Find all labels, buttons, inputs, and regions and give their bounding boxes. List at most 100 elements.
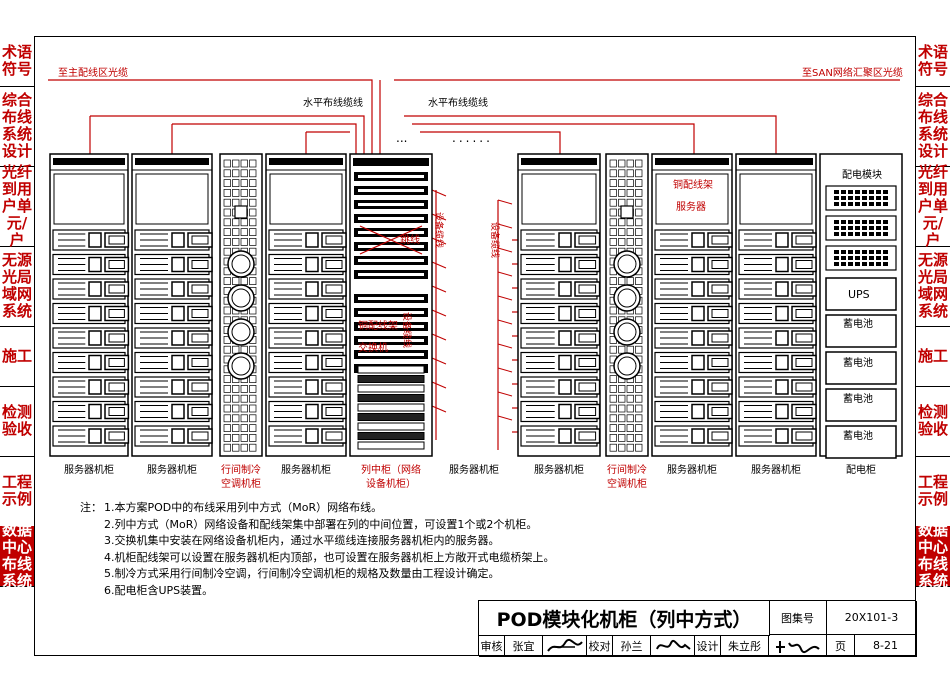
ups-label: UPS — [848, 288, 870, 301]
note-6: 6.配电柜含UPS装置。 — [104, 583, 214, 597]
sidebar-item-label: 到用 — [1, 179, 32, 198]
sidebar-item-label: 无源 — [917, 251, 948, 269]
cabinet-3 — [219, 153, 263, 457]
cabinet-label: 空调机柜 — [221, 477, 261, 490]
sidebar-item-label: 到用 — [917, 179, 948, 198]
sidebar-right-item-1[interactable]: 术语符号 — [916, 36, 950, 87]
sidebar-item-label: 术语 — [917, 43, 948, 61]
drawing-title: POD模块化机柜（列中方式） — [479, 601, 770, 636]
atlas-label: 图集号 — [769, 601, 827, 635]
sidebar-item-label: 系统 — [1, 572, 32, 590]
cabinet-4 — [265, 153, 347, 457]
sidebar-left: 术语符号综合布线系统设计光纤到用户单元/户无源光局域网系统施工检测验收工程示例数… — [0, 36, 34, 656]
sidebar-right-item-2[interactable]: 综合布线系统设计 — [916, 86, 950, 167]
cabinet-label: 服务器机柜 — [281, 463, 331, 476]
sidebar-item-label: 光纤 — [1, 162, 32, 181]
sidebar-item-label: 验收 — [1, 420, 32, 438]
sidebar-item-label: 域网 — [1, 285, 32, 303]
sidebar-left-item-5[interactable]: 施工 — [0, 326, 34, 387]
sidebar-item-label: 无源 — [1, 251, 32, 269]
checker-name: 孙兰 — [613, 635, 651, 657]
equipment-cable-label-1: 设备缆线 — [433, 212, 445, 248]
sidebar-item-label: 示例 — [1, 490, 32, 508]
sidebar-item-label: 工程 — [917, 473, 948, 491]
switch-label: 交换机 — [358, 341, 388, 354]
sidebar-item-label: 中心 — [917, 538, 948, 556]
drawing-frame — [34, 36, 916, 656]
note-1: 1.本方案POD中的布线采用列中方式（MoR）网络布线。 — [104, 501, 383, 514]
patch-label: 跳线 — [400, 233, 420, 246]
sidebar-item-label: 施工 — [917, 346, 948, 365]
cabinet-label: 行间制冷 — [607, 463, 647, 476]
sidebar-item-label: 综合 — [917, 91, 948, 109]
sidebar-item-label: 验收 — [917, 420, 948, 438]
cabinet-label: 配电柜 — [846, 463, 876, 476]
sidebar-item-label: 中心 — [1, 538, 32, 556]
checker-signature — [651, 635, 695, 657]
sidebar-left-item-3[interactable]: 光纤到用户单元/户 — [0, 162, 34, 249]
sidebar-item-label: 综合 — [1, 91, 32, 109]
sidebar-left-item-2[interactable]: 综合布线系统设计 — [0, 86, 34, 167]
cabinet-7 — [517, 153, 601, 457]
cabinet-9 — [651, 153, 733, 457]
note-2: 2.列中方式（MoR）网络设备和配线架集中部署在列的中间位置，可设置1个或2个机… — [104, 517, 538, 531]
ellipsis-small: ... — [396, 131, 407, 145]
sidebar-item-label: 设计 — [1, 142, 32, 160]
cabinet-label: 服务器机柜 — [64, 463, 114, 476]
sidebar-item-label: 光纤 — [917, 162, 948, 181]
sidebar-left-item-8[interactable]: 数据中心布线系统 — [0, 522, 34, 590]
sidebar-item-label: 系统 — [917, 572, 948, 590]
designer-signature — [769, 635, 827, 657]
sidebar-item-label: 符号 — [917, 60, 948, 78]
copper-patch-panel-label-right: 铜配线架 — [673, 178, 713, 191]
notes: 注：1.本方案POD中的布线采用列中方式（MoR）网络布线。 2.列中方式（Mo… — [80, 500, 555, 599]
sidebar-item-label: 检测 — [917, 403, 948, 421]
sidebar-item-label: 光局 — [917, 268, 948, 286]
sidebar-right-item-4[interactable]: 无源光局域网系统 — [916, 246, 950, 327]
sidebar-item-label: 施工 — [1, 346, 32, 365]
sidebar-right-item-5[interactable]: 施工 — [916, 326, 950, 387]
sidebar-item-label: 系统 — [917, 302, 948, 320]
sidebar-item-label: 系统 — [1, 125, 32, 143]
note-3: 3.交换机集中安装在网络设备机柜内，通过水平缆线连接服务器机柜内的服务器。 — [104, 534, 500, 547]
sidebar-item-label: 布线 — [1, 555, 32, 573]
note-4: 4.机柜配线架可以设置在服务器机柜内顶部，也可设置在服务器机柜上方敞开式电缆桥架… — [104, 550, 555, 564]
copper-patch-panel-label-mid: 铜配线架 — [358, 319, 398, 332]
sidebar-right-item-6[interactable]: 检测验收 — [916, 386, 950, 457]
cabinet-label: 设备机柜） — [366, 477, 416, 490]
sidebar-item-label: 系统 — [1, 302, 32, 320]
reviewer-signature — [543, 635, 587, 657]
sidebar-item-label: 符号 — [1, 60, 32, 78]
power-module-label: 配电模块 — [842, 168, 882, 181]
page-number: 8-21 — [855, 635, 917, 657]
battery-label-4: 蓄电池 — [843, 429, 873, 442]
equipment-cable-label-3: 设备缆线 — [401, 312, 413, 348]
sidebar-right-item-8[interactable]: 数据中心布线系统 — [916, 522, 950, 590]
page-label: 页 — [827, 635, 855, 657]
horizontal-cable-label-right: 水平布线缆线 — [428, 96, 488, 109]
sidebar-item-label: 元/户 — [6, 213, 28, 249]
design-label: 设计 — [695, 635, 721, 657]
sidebar-right-item-3[interactable]: 光纤到用户单元/户 — [916, 162, 950, 248]
check-label: 校对 — [587, 635, 613, 657]
sidebar-item-label: 户单 — [1, 196, 32, 215]
sidebar-left-item-4[interactable]: 无源光局域网系统 — [0, 246, 34, 327]
sidebar-item-label: 设计 — [917, 142, 948, 160]
battery-label-2: 蓄电池 — [843, 356, 873, 369]
sidebar-item-label: 术语 — [1, 43, 32, 61]
sidebar-item-label: 工程 — [1, 473, 32, 491]
top-right-cable-label: 至SAN网络汇聚区光缆 — [802, 66, 903, 79]
cabinet-label: 服务器机柜 — [534, 463, 584, 476]
sidebar-left-item-1[interactable]: 术语符号 — [0, 36, 34, 87]
cabinet-2 — [131, 153, 213, 457]
cabinet-5 — [349, 153, 433, 457]
sidebar-item-label: 布线 — [1, 108, 32, 126]
battery-label-1: 蓄电池 — [843, 317, 873, 330]
reviewer-name: 张宜 — [505, 635, 543, 657]
sidebar-left-item-6[interactable]: 检测验收 — [0, 386, 34, 457]
title-block: POD模块化机柜（列中方式） 图集号 20X101-3 审核 张宜 校对 孙兰 … — [478, 600, 917, 657]
server-label: 服务器 — [676, 200, 706, 213]
atlas-number: 20X101-3 — [827, 601, 917, 635]
ellipsis-large: ...... — [452, 131, 493, 145]
